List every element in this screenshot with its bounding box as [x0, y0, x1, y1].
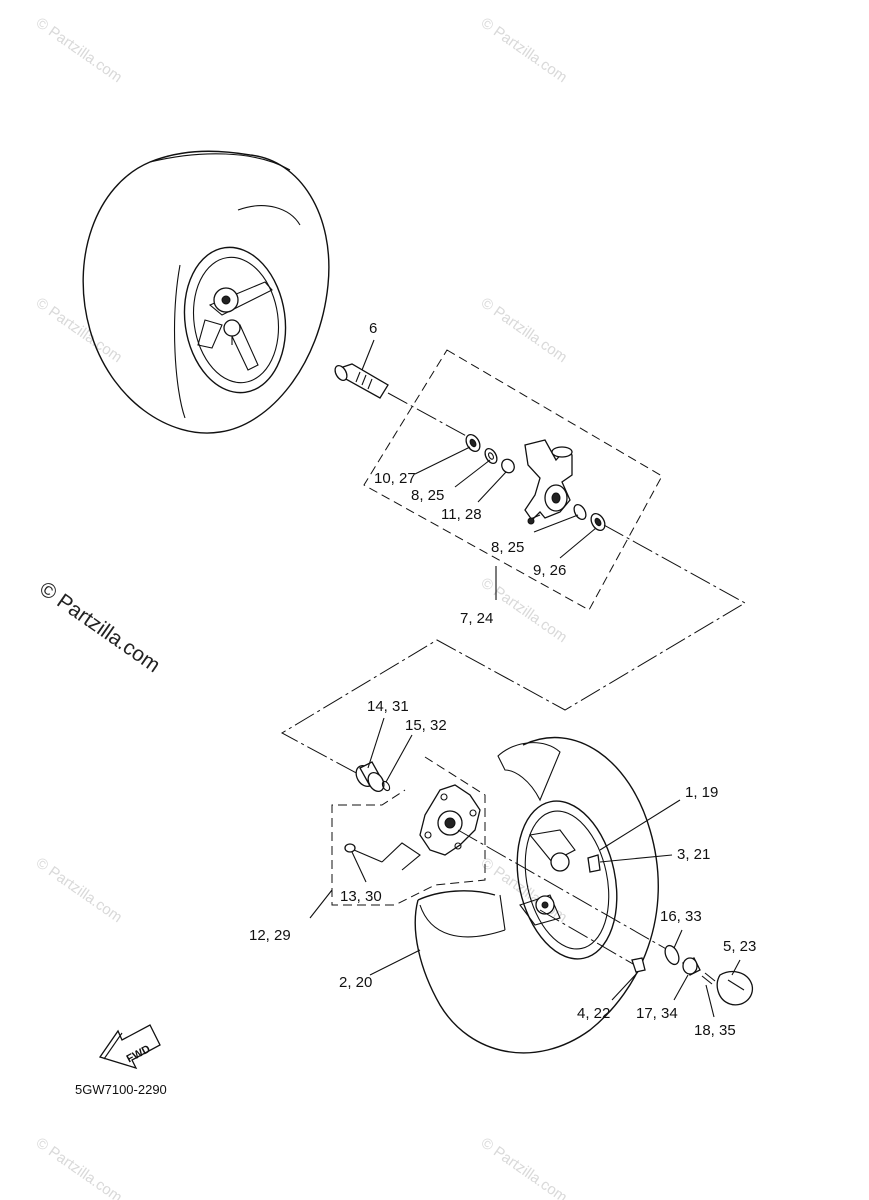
callout-16-33: 16, 33	[660, 908, 702, 925]
watermark-large: © Partzilla.com	[35, 577, 164, 677]
callout-13-30: 13, 30	[340, 888, 382, 905]
watermark-top-right: © Partzilla.com	[478, 14, 571, 86]
leader-lines	[309, 339, 741, 1018]
watermark-group: © Partzilla.com © Partzilla.com © Partzi…	[33, 14, 571, 1200]
watermark-bottom-right: © Partzilla.com	[478, 1134, 571, 1200]
fwd-arrow-icon: FWD	[98, 1024, 161, 1070]
callout-10-27: 10, 27	[374, 470, 416, 487]
callout-2-20: 2, 20	[339, 974, 372, 991]
callout-14-31: 14, 31	[367, 698, 409, 715]
callout-1-19: 1, 19	[685, 784, 718, 801]
callout-9-26: 9, 26	[533, 562, 566, 579]
hub-group-box	[331, 756, 486, 906]
callout-8-25-upper: 8, 25	[411, 487, 444, 504]
watermark-mid-right: © Partzilla.com	[478, 294, 571, 366]
watermark-lower-left: © Partzilla.com	[33, 854, 126, 926]
diagram-code: 5GW7100-2290	[75, 1082, 167, 1097]
callout-5-23: 5, 23	[723, 938, 756, 955]
callout-17-34: 17, 34	[636, 1005, 678, 1022]
callout-12-29: 12, 29	[249, 927, 291, 944]
callout-3-21: 3, 21	[677, 846, 710, 863]
callout-labels: 6 10, 27 8, 25 11, 28 8, 25 9, 26 7, 24 …	[249, 320, 756, 1039]
watermark-mid-left: © Partzilla.com	[33, 294, 126, 366]
callout-4-22: 4, 22	[577, 1005, 610, 1022]
front-wheel-assembly-drawing	[331, 736, 754, 1054]
knuckle-assembly-drawing	[280, 349, 747, 776]
reference-wheel-drawing	[82, 150, 330, 434]
callout-7-24: 7, 24	[460, 610, 493, 627]
callout-8-25-lower: 8, 25	[491, 539, 524, 556]
callout-11-28: 11, 28	[441, 506, 482, 523]
watermark-top-left: © Partzilla.com	[33, 14, 126, 86]
callout-6: 6	[369, 320, 377, 337]
watermark-bottom-left: © Partzilla.com	[33, 1134, 126, 1200]
callout-18-35: 18, 35	[694, 1022, 736, 1039]
callout-15-32: 15, 32	[405, 717, 447, 734]
